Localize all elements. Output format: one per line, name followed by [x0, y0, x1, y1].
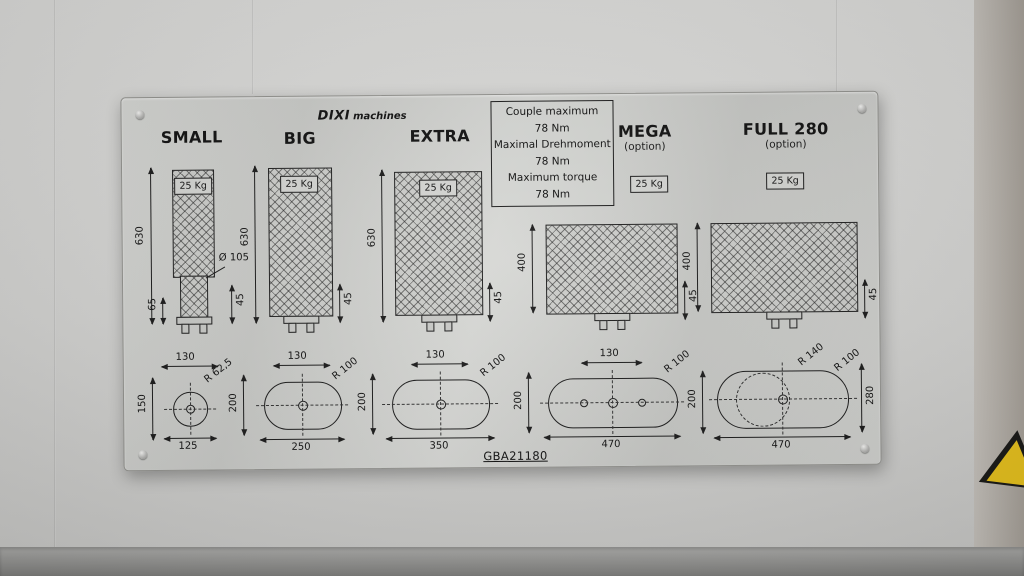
extra-foot-bottom-dim-label: 350: [429, 440, 449, 452]
brand-name: DIXI: [317, 108, 351, 124]
extra-foot-left-dim-label: 200: [356, 392, 369, 412]
mega-nose-dim-line: [684, 281, 686, 320]
extra-foot-radius-label: R 100: [478, 352, 509, 379]
small-foot-left-dim-label: 150: [136, 394, 149, 414]
full280-nose-dim-label: 45: [868, 287, 880, 301]
full280-foot-right-dim-line: [860, 363, 863, 432]
small-base-dim-line: [162, 297, 164, 324]
small-weight-box: 25 Kg: [174, 177, 213, 195]
full280-weight-box: 25 Kg: [766, 172, 805, 190]
torque-line-en: Maximum torque: [507, 171, 598, 185]
torque-spec-box: Couple maximum 78 Nm Maximal Drehmoment …: [490, 100, 615, 208]
small-foot-radius-label: R 62,5: [202, 356, 235, 386]
big-height-dim-line: [253, 166, 257, 324]
column-title-small: SMALL: [160, 127, 223, 147]
mega-foot-bottom-dim-line: [544, 435, 681, 438]
screw-bottom-left: [138, 450, 148, 460]
big-weight-box: 25 Kg: [280, 175, 319, 193]
torque-value-en: 78 Nm: [535, 188, 571, 201]
big-nose-dim-line: [339, 284, 341, 323]
extra-foot-top-dim-label: 130: [425, 349, 445, 361]
mega-height-dim-line: [531, 224, 534, 313]
full280-nose-dim-line: [864, 279, 866, 318]
extra-nose-dim-line: [489, 283, 491, 322]
wall-seam-top-2: [836, 0, 838, 92]
column-title-full280: FULL 280: [742, 119, 829, 139]
full280-foot-right-dim-label: 280: [864, 385, 877, 405]
big-foot-top-dim-label: 130: [287, 350, 307, 362]
extra-nose-dim-label: 45: [493, 290, 505, 304]
extra-height-dim-label: 630: [366, 228, 378, 248]
small-crosshair-v: [189, 382, 192, 435]
full280-spindle: [766, 311, 803, 320]
brand-suffix: machines: [353, 110, 407, 123]
machine-right-panel: [974, 0, 1024, 576]
extra-height-dim-line: [381, 170, 384, 323]
mega-height-dim-label: 400: [516, 252, 528, 272]
full280-height-dim-label: 400: [681, 251, 693, 271]
big-foot-radius-label: R 100: [330, 355, 361, 383]
mega-weight-box: 25 Kg: [630, 175, 669, 193]
torque-line-fr: Couple maximum: [505, 105, 599, 118]
small-nose-dim-line: [231, 285, 233, 324]
full280-height-dim-line: [696, 223, 699, 312]
small-foot-bottom-dim-line: [164, 437, 217, 439]
big-foot-left-dim-line: [242, 375, 245, 436]
small-foot-top-dim-label: 130: [175, 351, 195, 363]
screw-top-left: [135, 110, 145, 120]
plate-code: GBA21180: [483, 448, 548, 464]
extra-spindle: [421, 314, 458, 323]
mega-foot-top-dim-label: 130: [599, 347, 619, 360]
full280-foot-left-dim-line: [701, 371, 704, 434]
small-diameter-label: Ø 105: [218, 252, 249, 264]
mega-foot-bottom-dim-label: 470: [601, 438, 621, 451]
warning-triangle-icon: [986, 437, 1024, 487]
small-nose-dim-label: 45: [235, 293, 247, 307]
full280-foot-left-dim-label: 200: [686, 389, 699, 409]
mega-foot-top-dim-line: [581, 361, 642, 364]
column-title-big: BIG: [283, 128, 316, 148]
mega-body-hatch: [545, 223, 679, 315]
extra-foot-bottom-dim-line: [386, 437, 495, 440]
machine-base-strip: [0, 547, 1024, 576]
small-spindle: [176, 316, 213, 325]
full280-option-label: (option): [765, 138, 807, 151]
big-foot-bottom-dim-line: [260, 438, 345, 441]
small-foot-top-dim-line: [161, 365, 218, 367]
full280-radius-outer-label: R 140: [796, 341, 827, 369]
extra-foot-left-dim-line: [371, 374, 374, 435]
big-spindle: [283, 315, 320, 324]
big-foot-left-dim-label: 200: [227, 393, 240, 413]
extra-weight-box: 25 Kg: [419, 179, 458, 197]
full280-foot-bottom-dim-label: 470: [771, 439, 791, 451]
wall-seam-left: [54, 0, 56, 576]
small-base-dim-label: 65: [147, 297, 159, 311]
full280-foot-bottom-dim-line: [714, 435, 851, 439]
mega-foot-radius-label: R 100: [662, 348, 693, 376]
big-nose-dim-label: 45: [343, 292, 355, 306]
mega-foot-left-dim-line: [527, 372, 530, 433]
big-foot-bottom-dim-label: 250: [291, 441, 311, 453]
column-title-mega: MEGA: [617, 121, 672, 141]
screw-top-right: [857, 103, 867, 113]
small-shaft-hatch: [179, 275, 209, 318]
column-title-extra: EXTRA: [409, 126, 471, 146]
mega-spindle: [594, 312, 631, 322]
full280-body-hatch: [710, 221, 859, 314]
big-height-dim-label: 630: [239, 227, 251, 247]
small-height-dim-label: 630: [134, 226, 146, 246]
screw-bottom-right: [860, 443, 870, 453]
extra-foot-top-dim-line: [411, 363, 468, 365]
mega-foot-left-dim-label: 200: [512, 390, 525, 410]
torque-value-de: 78 Nm: [535, 155, 570, 168]
mega-option-label: (option): [624, 140, 666, 153]
small-foot-left-dim-line: [151, 378, 154, 441]
wall-seam-top-1: [252, 0, 254, 94]
big-foot-top-dim-line: [273, 364, 330, 366]
small-foot-bottom-dim-label: 125: [178, 440, 198, 452]
